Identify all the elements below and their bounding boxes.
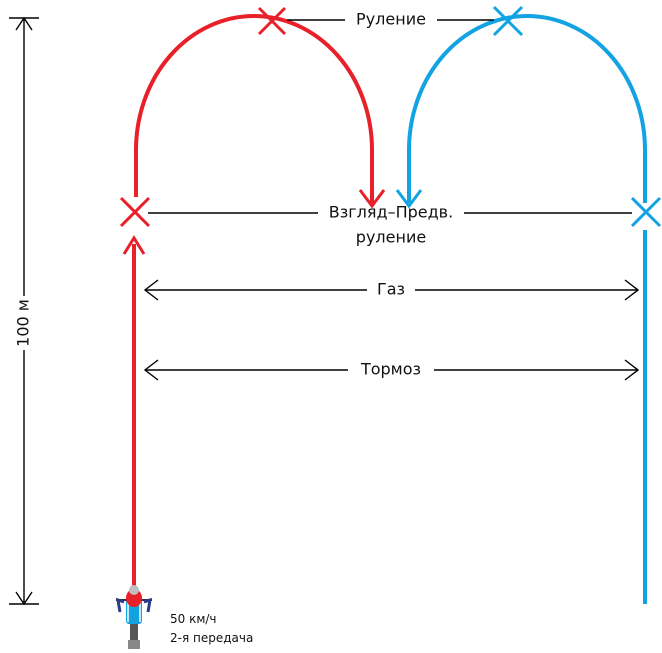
red-arrow-down-icon (358, 189, 386, 209)
gas-label: Газ (377, 280, 405, 299)
distance-arrow-up-icon (15, 16, 33, 31)
right-path (395, 5, 662, 604)
distance-dimension: 100 м (9, 16, 39, 606)
steering-callout: Руление (287, 10, 494, 29)
brake-callout: Тормоз (143, 359, 640, 381)
gas-arrow-right-icon (624, 279, 640, 301)
gear-label: 2-я передача (170, 631, 253, 645)
red-steer-x-icon (257, 6, 287, 36)
distance-label: 100 м (14, 299, 33, 347)
blue-arrow-down-icon (395, 189, 423, 209)
left-path (119, 6, 386, 596)
red-look-x-icon (119, 196, 151, 228)
speed-label: 50 км/ч (170, 612, 217, 626)
distance-arrow-down-icon (15, 591, 33, 606)
blue-turn-arc (407, 14, 647, 203)
look-label-line1: Взгляд–Предв. (329, 203, 453, 222)
gas-arrow-left-icon (143, 279, 159, 301)
brake-arrow-right-icon (624, 359, 640, 381)
gas-callout: Газ (143, 279, 640, 301)
brake-arrow-left-icon (143, 359, 159, 381)
blue-steer-x-icon (492, 5, 524, 37)
blue-look-x-icon (630, 196, 662, 228)
steering-label: Руление (356, 10, 426, 29)
look-label-line2: руление (356, 228, 426, 247)
red-turn-arc (134, 14, 374, 203)
look-callout: Взгляд–Предв. руление (148, 203, 632, 247)
brake-label: Тормоз (360, 360, 421, 379)
red-arrow-up-icon (122, 235, 146, 255)
motorcycle-rider-icon (116, 585, 152, 649)
